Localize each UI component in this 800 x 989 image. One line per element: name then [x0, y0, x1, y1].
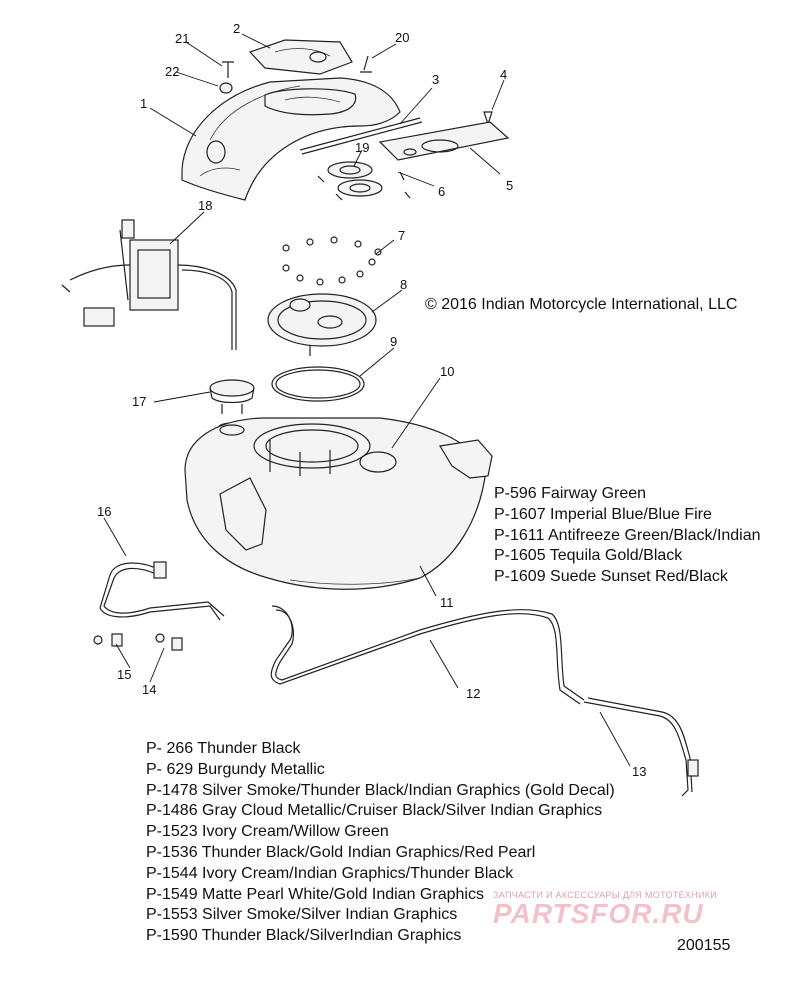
- vent-hose-13: [583, 697, 699, 797]
- color-code-item: P- 629 Burgundy Metallic: [146, 760, 325, 778]
- color-code-list-left: P- 266 Thunder Black P- 629 Burgundy Met…: [146, 739, 615, 947]
- callout-10: 10: [440, 364, 454, 379]
- fuel-tank: [184, 417, 493, 590]
- callout-4: 4: [500, 67, 507, 82]
- callout-13: 13: [632, 764, 646, 779]
- color-code-item: P-1523 Ivory Cream/Willow Green: [146, 823, 389, 841]
- callout-19: 19: [355, 140, 369, 155]
- callout-11: 11: [440, 595, 454, 610]
- color-code-item: P-1549 Matte Pearl White/Gold Indian Gra…: [146, 885, 484, 903]
- screw-4: [483, 111, 493, 126]
- callout-20: 20: [395, 30, 409, 45]
- callout-14: 14: [142, 682, 156, 697]
- watermark-logo: PARTSFOR.RU: [493, 898, 704, 929]
- callout-21: 21: [175, 31, 189, 46]
- leader-lines: [103, 33, 631, 767]
- callout-2: 2: [233, 21, 240, 36]
- color-code-item: P-1609 Suede Sunset Red/Black: [494, 568, 728, 586]
- color-code-item: P-1544 Ivory Cream/Indian Graphics/Thund…: [146, 864, 514, 882]
- callout-8: 8: [400, 277, 407, 292]
- fuel-pump-assembly: [61, 219, 237, 350]
- color-code-item: P-1553 Silver Smoke/Silver Indian Graphi…: [146, 906, 458, 924]
- watermark-tagline: ЗАПЧАСТИ И АКСЕССУАРЫ ДЛЯ МОТОТЕХНИКИ: [493, 890, 718, 900]
- callout-numbers: 1 2 3 4 5 6 7 8 9 10 11 12 13 14 15 16 1…: [97, 21, 646, 779]
- grommet-22: [219, 82, 233, 94]
- color-code-item: P-1605 Tequila Gold/Black: [494, 547, 683, 565]
- callout-5: 5: [506, 178, 513, 193]
- pump-flange: [267, 293, 377, 356]
- callout-15: 15: [117, 667, 131, 682]
- callout-1: 1: [140, 96, 147, 111]
- color-code-list-right: P-596 Fairway Green P-1607 Imperial Blue…: [494, 484, 761, 588]
- trim-plate: [248, 39, 353, 75]
- color-code-item: P-1611 Antifreeze Green/Black/Indian: [494, 526, 761, 544]
- bracket-19: [317, 161, 411, 201]
- flange-gasket: [271, 366, 365, 402]
- vent-hose-12: [270, 605, 585, 705]
- color-code-item: P-1536 Thunder Black/Gold Indian Graphic…: [146, 843, 536, 861]
- copyright-notice: © 2016 Indian Motorcycle International, …: [425, 296, 738, 313]
- nut-ring: [282, 236, 382, 286]
- color-code-item: P-1486 Gray Cloud Metallic/Cruiser Black…: [146, 802, 603, 820]
- watermark: ЗАПЧАСТИ И АКСЕССУАРЫ ДЛЯ МОТОТЕХНИКИ PA…: [493, 890, 793, 930]
- callout-12: 12: [466, 686, 480, 701]
- console-cover: [181, 77, 401, 201]
- color-code-item: P-1478 Silver Smoke/Thunder Black/Indian…: [146, 781, 615, 799]
- callout-18: 18: [198, 198, 212, 213]
- color-code-item: P-1607 Imperial Blue/Blue Fire: [494, 505, 712, 523]
- callout-17: 17: [132, 394, 146, 409]
- callout-6: 6: [438, 184, 445, 199]
- screw-20: [360, 55, 372, 73]
- callout-22: 22: [165, 64, 179, 79]
- color-code-item: P- 266 Thunder Black: [146, 740, 301, 757]
- diagram-id: 200155: [677, 937, 731, 954]
- fittings-14-15: [93, 633, 183, 651]
- screw-21: [222, 61, 234, 78]
- color-code-item: P-1590 Thunder Black/SilverIndian Graphi…: [146, 927, 462, 945]
- color-code-item: P-596 Fairway Green: [494, 485, 647, 502]
- callout-9: 9: [390, 334, 397, 349]
- bracket-plate: [378, 121, 510, 161]
- callout-7: 7: [398, 228, 405, 243]
- vent-hose-16: [99, 561, 225, 621]
- callout-3: 3: [432, 72, 439, 87]
- callout-16: 16: [97, 504, 111, 519]
